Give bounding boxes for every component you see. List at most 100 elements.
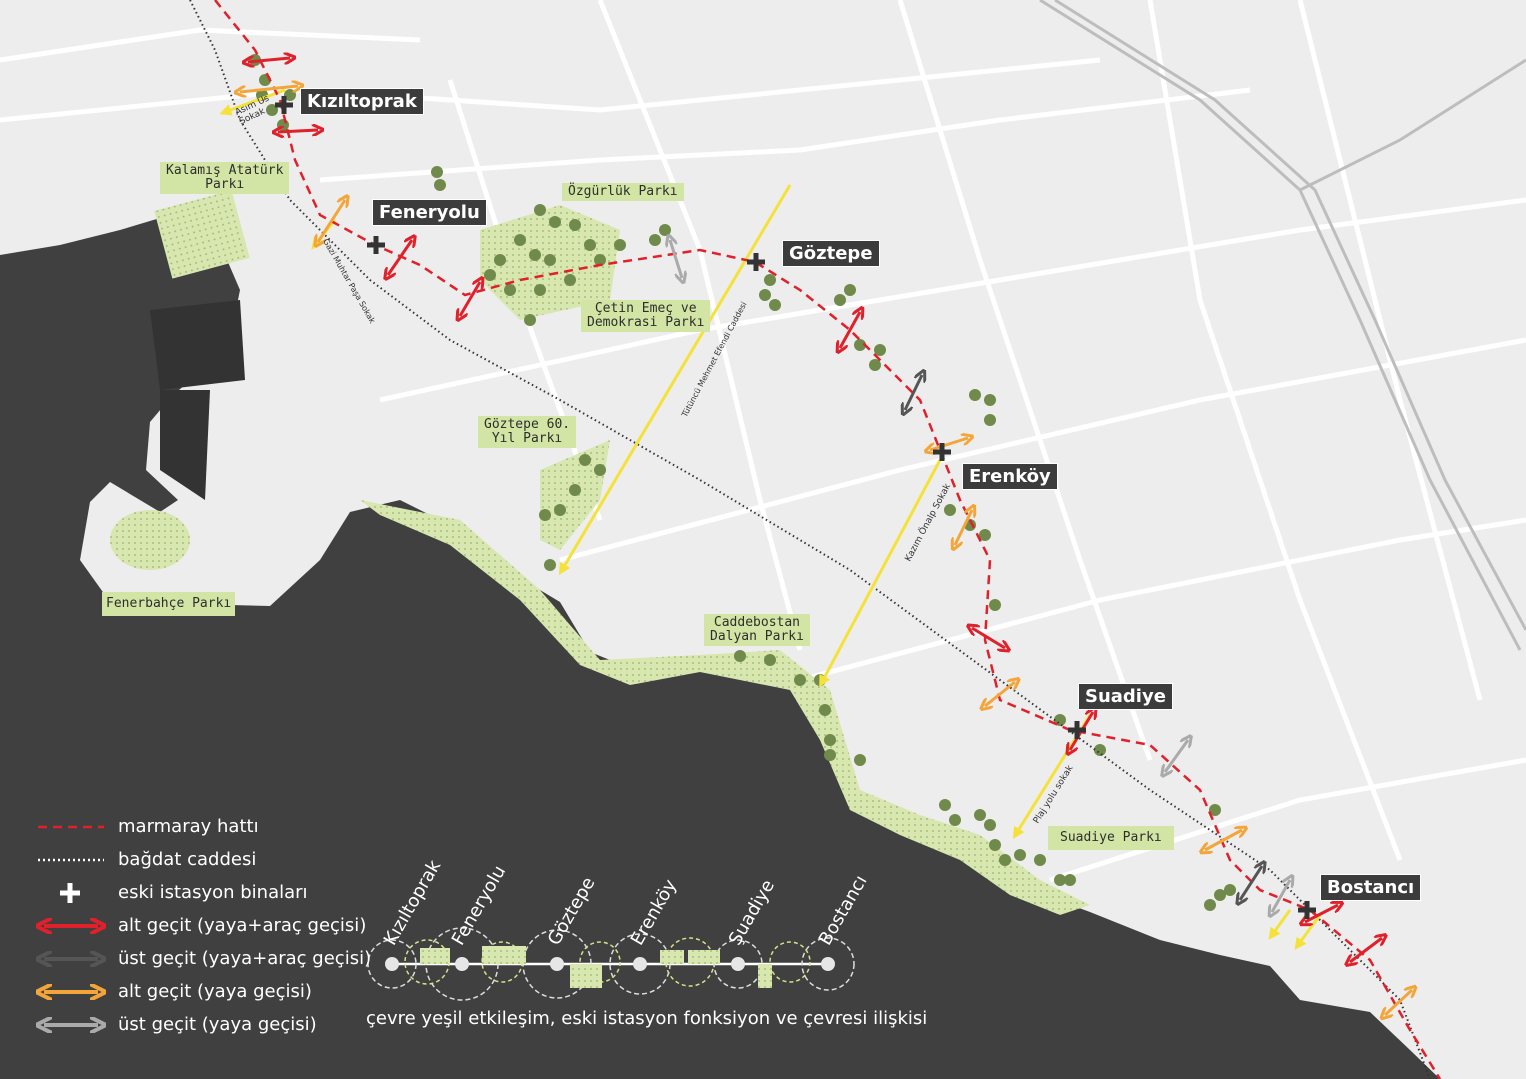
tree-markers (249, 54, 1236, 911)
tree-icon (484, 269, 496, 281)
light-gray-double-arrow-icon (670, 240, 682, 278)
diagram-station-node (455, 957, 469, 971)
tree-icon (659, 224, 671, 236)
red-double-arrow-icon (460, 282, 480, 316)
light-gray-double-arrow-icon (36, 1015, 106, 1035)
tree-icon (569, 484, 581, 496)
highway (1039, 0, 1526, 651)
orange-double-arrow-icon (955, 510, 972, 545)
tree-icon (734, 650, 746, 662)
station-diagram (367, 927, 855, 1001)
plus-icon (275, 96, 293, 114)
tree-icon (769, 299, 781, 311)
bagdat-caddesi-line (189, 0, 1431, 1079)
station-label-bostanci: Bostancı (1320, 874, 1422, 901)
diagram-green-area (420, 948, 450, 964)
diagram-station-node (633, 957, 647, 971)
tree-icon (544, 559, 556, 571)
tree-icon (594, 464, 606, 476)
light-gray-double-arrow-icon (1272, 880, 1290, 912)
plus-icon (1298, 901, 1316, 919)
tree-icon (939, 799, 951, 811)
tree-icon (1014, 849, 1026, 861)
diagram-caption: çevre yeşil etkileşim, eski istasyon fon… (366, 1008, 928, 1029)
tree-icon (999, 854, 1011, 866)
orange-double-arrow-icon (36, 982, 106, 1002)
diagram-green-area (570, 964, 602, 988)
orange-double-arrow-icon (1205, 830, 1242, 850)
legend-label: marmaray hattı (118, 816, 259, 837)
orange-double-arrow-icon (1385, 990, 1412, 1015)
station-label-erenkoy: Erenköy (962, 463, 1058, 490)
dark-gray-double-arrow-icon (1240, 866, 1262, 900)
park-label-suadiye: Suadiye Parkı (1048, 826, 1174, 850)
plus-icon (60, 882, 80, 903)
park-label-ozgurluk: Özgürlük Parkı (562, 183, 684, 201)
tree-icon (494, 254, 506, 266)
legend-label: bağdat caddesi (118, 849, 257, 870)
red-dashed-line-icon (38, 825, 104, 828)
tree-icon (984, 394, 996, 406)
tree-icon (584, 239, 596, 251)
dotted-line-icon (38, 858, 104, 861)
tree-icon (764, 274, 776, 286)
tree-icon (549, 216, 561, 228)
red-double-arrow-icon (278, 130, 318, 132)
tree-icon (504, 284, 516, 296)
tree-icon (614, 239, 626, 251)
tree-icon (759, 289, 771, 301)
tree-icon (434, 179, 446, 191)
tree-icon (1094, 744, 1106, 756)
marina (150, 300, 245, 500)
diagram-green-area (758, 964, 772, 988)
tree-icon (834, 294, 846, 306)
legend-item: bağdat caddesi (36, 843, 371, 876)
light-gray-double-arrow-icon (1165, 740, 1188, 772)
legend: marmaray hattı bağdat caddesi eski istas… (36, 810, 371, 1041)
tree-icon (824, 749, 836, 761)
tree-icon (989, 599, 1001, 611)
tree-icon (1209, 804, 1221, 816)
old-station-buildings (275, 96, 1316, 919)
legend-item: alt geçit (yaya+araç geçisi) (36, 909, 371, 942)
tree-icon (1204, 899, 1216, 911)
orange-double-arrow-icon (318, 200, 345, 242)
tree-icon (529, 249, 541, 261)
legend-label: eski istasyon binaları (118, 882, 308, 903)
tree-icon (984, 819, 996, 831)
red-double-arrow-icon (248, 58, 290, 62)
park-label-fenerbahce: Fenerbahçe Parkı (102, 592, 236, 616)
tree-icon (844, 284, 856, 296)
tree-icon (431, 166, 443, 178)
tree-icon (534, 204, 546, 216)
tree-icon (534, 284, 546, 296)
station-label-suadiye: Suadiye (1078, 683, 1173, 710)
plus-icon (933, 443, 951, 461)
legend-label: alt geçit (yaya geçisi) (118, 981, 312, 1002)
tree-icon (594, 254, 606, 266)
tree-icon (944, 504, 956, 516)
tree-icon (514, 234, 526, 246)
tree-icon (969, 389, 981, 401)
red-double-arrow-icon (36, 916, 106, 936)
tree-icon (794, 674, 806, 686)
tree-icon (539, 509, 551, 521)
tree-icon (819, 704, 831, 716)
tree-icon (869, 359, 881, 371)
tree-icon (564, 274, 576, 286)
station-label-goztepe: Göztepe (782, 240, 880, 267)
tree-icon (974, 809, 986, 821)
plus-icon (1068, 721, 1086, 739)
dark-gray-double-arrow-icon (36, 949, 106, 969)
legend-label: üst geçit (yaya geçisi) (118, 1014, 317, 1035)
red-double-arrow-icon (1305, 905, 1338, 922)
orange-double-arrow-icon (985, 682, 1015, 706)
legend-item: alt geçit (yaya geçisi) (36, 975, 371, 1008)
station-label-kiziltoprak: Kızıltoprak (300, 88, 424, 115)
tree-icon (649, 234, 661, 246)
tree-icon (989, 839, 1001, 851)
legend-item: üst geçit (yaya+araç geçisi) (36, 942, 371, 975)
tree-icon (524, 314, 536, 326)
tree-icon (1214, 889, 1226, 901)
